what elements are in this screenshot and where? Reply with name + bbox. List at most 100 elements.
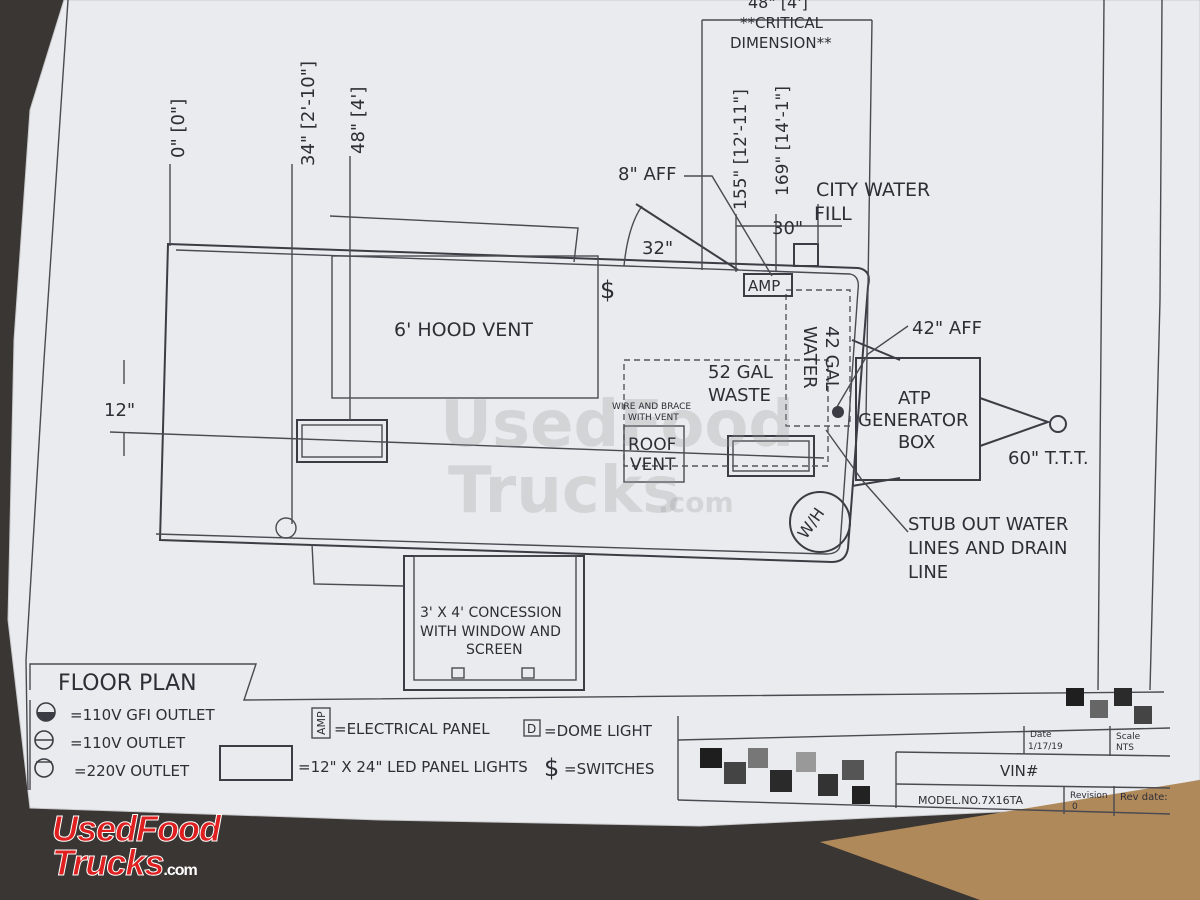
legend-switches: =SWITCHES	[564, 760, 654, 778]
legend-dome-symbol: D	[527, 722, 536, 736]
dim-48-label: 48" [4']	[348, 87, 369, 154]
door-swing	[623, 205, 643, 267]
roof-vent-line1: ROOF	[628, 435, 676, 455]
hitch-arm	[851, 339, 901, 361]
trailer-outline	[158, 242, 870, 564]
roof-vent-line2: VENT	[630, 455, 676, 475]
roof-vent	[623, 425, 685, 483]
logo-suffix: .com	[163, 862, 197, 879]
door-32-label: 32"	[642, 238, 673, 259]
redacted-area	[700, 688, 1152, 804]
city-water-fill	[793, 243, 819, 267]
trailer-outline-inner	[155, 249, 860, 555]
paper-sheet	[7, 0, 1200, 827]
wire-brace-line2: WITH VENT	[628, 413, 679, 423]
logo-used: Used	[51, 808, 137, 849]
legend-dome-light: =DOME LIGHT	[544, 722, 653, 740]
legend-led-panel: =12" X 24" LED PANEL LIGHTS	[298, 758, 528, 776]
outlet-220-legend-icon	[34, 758, 54, 778]
title-block	[677, 716, 1171, 816]
vin-label: VIN#	[1000, 762, 1038, 780]
dim-34-label: 34" [2'-10"]	[298, 61, 319, 166]
logo-trucks: Trucks	[51, 842, 164, 883]
leader-42aff	[833, 325, 909, 413]
watermark-line1: UsedFood	[440, 388, 794, 462]
floor-plan-title: FLOOR PLAN	[58, 671, 197, 696]
dim-169-label: 169" [14'-1"]	[773, 86, 793, 196]
sheet-border-right	[1149, 0, 1163, 691]
stub-out-line3: LINE	[908, 562, 948, 583]
led-legend-icon	[219, 745, 293, 781]
hood-vent-label: 6' HOOD VENT	[394, 319, 533, 341]
led-panel-inner	[732, 440, 810, 472]
legend-amp-symbol: AMP	[315, 711, 328, 735]
fill-label: FILL	[814, 203, 852, 225]
revision-label: Revision	[1070, 791, 1108, 801]
scale-value: NTS	[1116, 743, 1134, 753]
water-heater	[789, 491, 851, 553]
waste-line1: 52 GAL	[708, 362, 773, 383]
legend-switch-symbol: $	[544, 754, 559, 782]
amp-label: AMP	[748, 277, 780, 295]
scale-label: Scale	[1116, 732, 1141, 742]
gfi-outlet-symbol	[832, 406, 844, 418]
model-number: MODEL.NO.7X16TA	[918, 794, 1024, 807]
waste-tank	[623, 359, 829, 467]
dim-155-label: 155" [12'-11"]	[731, 89, 751, 210]
led-panel	[727, 435, 815, 477]
revision-value: 0	[1072, 802, 1078, 812]
stub-out-line2: LINES AND DRAIN	[908, 538, 1067, 559]
legend-outlet-220: =220V OUTLET	[74, 762, 190, 780]
city-water-label: CITY WATER	[816, 179, 930, 201]
critical-dimension-line1: **CRITICAL	[740, 14, 824, 32]
waste-line2: WASTE	[708, 385, 771, 406]
stub-out-line1: STUB OUT WATER	[908, 514, 1068, 535]
cardboard-corner	[820, 780, 1200, 900]
concession-latch	[451, 667, 465, 679]
aff-42-label: 42" AFF	[912, 318, 982, 339]
date-label: Date	[1030, 730, 1052, 740]
dim-12-extension	[109, 431, 825, 459]
critical-top-dim: 48" [4']	[748, 0, 808, 12]
outlet-symbol	[275, 517, 297, 539]
dim-0-label: 0" [0"]	[168, 99, 189, 158]
rev-date-label: Rev date:	[1120, 792, 1168, 803]
concession-window-inner	[413, 555, 577, 681]
critical-dimension-line2: DIMENSION**	[730, 34, 832, 52]
leader-8aff	[684, 175, 773, 277]
span-30-label: 30"	[772, 218, 803, 239]
amp-legend-box	[311, 707, 331, 739]
date-value: 1/17/19	[1028, 742, 1063, 752]
water-42-line2: WATER	[799, 326, 820, 389]
aff-8-label: 8" AFF	[618, 164, 676, 185]
door-leaf	[635, 203, 739, 271]
hood-vent-rect	[331, 255, 599, 399]
sheet-border-right-inner	[1097, 0, 1105, 691]
legend-electrical-panel: =ELECTRICAL PANEL	[334, 720, 490, 738]
switch-symbol: $	[600, 276, 615, 304]
amp-box	[743, 273, 793, 297]
led-panel-inner	[301, 424, 383, 458]
generator-line3: BOX	[898, 432, 935, 453]
sheet-border-inner	[25, 0, 69, 791]
generator-box	[855, 357, 981, 481]
concession-latch	[521, 667, 535, 679]
water-tank	[785, 289, 851, 427]
water-42-line1: 42 GAL	[821, 326, 842, 391]
gfi-fill	[37, 712, 55, 721]
concession-line1: 3' X 4' CONCESSION	[420, 605, 562, 621]
legend-gfi: =110V GFI OUTLET	[70, 706, 215, 724]
critical-dim-right	[865, 19, 873, 421]
dome-legend-box	[523, 719, 541, 737]
logo-food: Food	[136, 808, 222, 849]
concession-line3: SCREEN	[466, 642, 523, 658]
legend-outlet-110: =110V OUTLET	[70, 734, 186, 752]
watermark-suffix: .com	[658, 486, 734, 519]
ttt-label: 60" T.T.T.	[1008, 448, 1089, 469]
wire-brace-line1: WIRE AND BRACE	[612, 402, 691, 412]
leader-stub	[825, 429, 909, 533]
usedfoodtrucks-logo: UsedFood Trucks.com	[51, 810, 221, 888]
hitch-ball	[1049, 415, 1067, 433]
